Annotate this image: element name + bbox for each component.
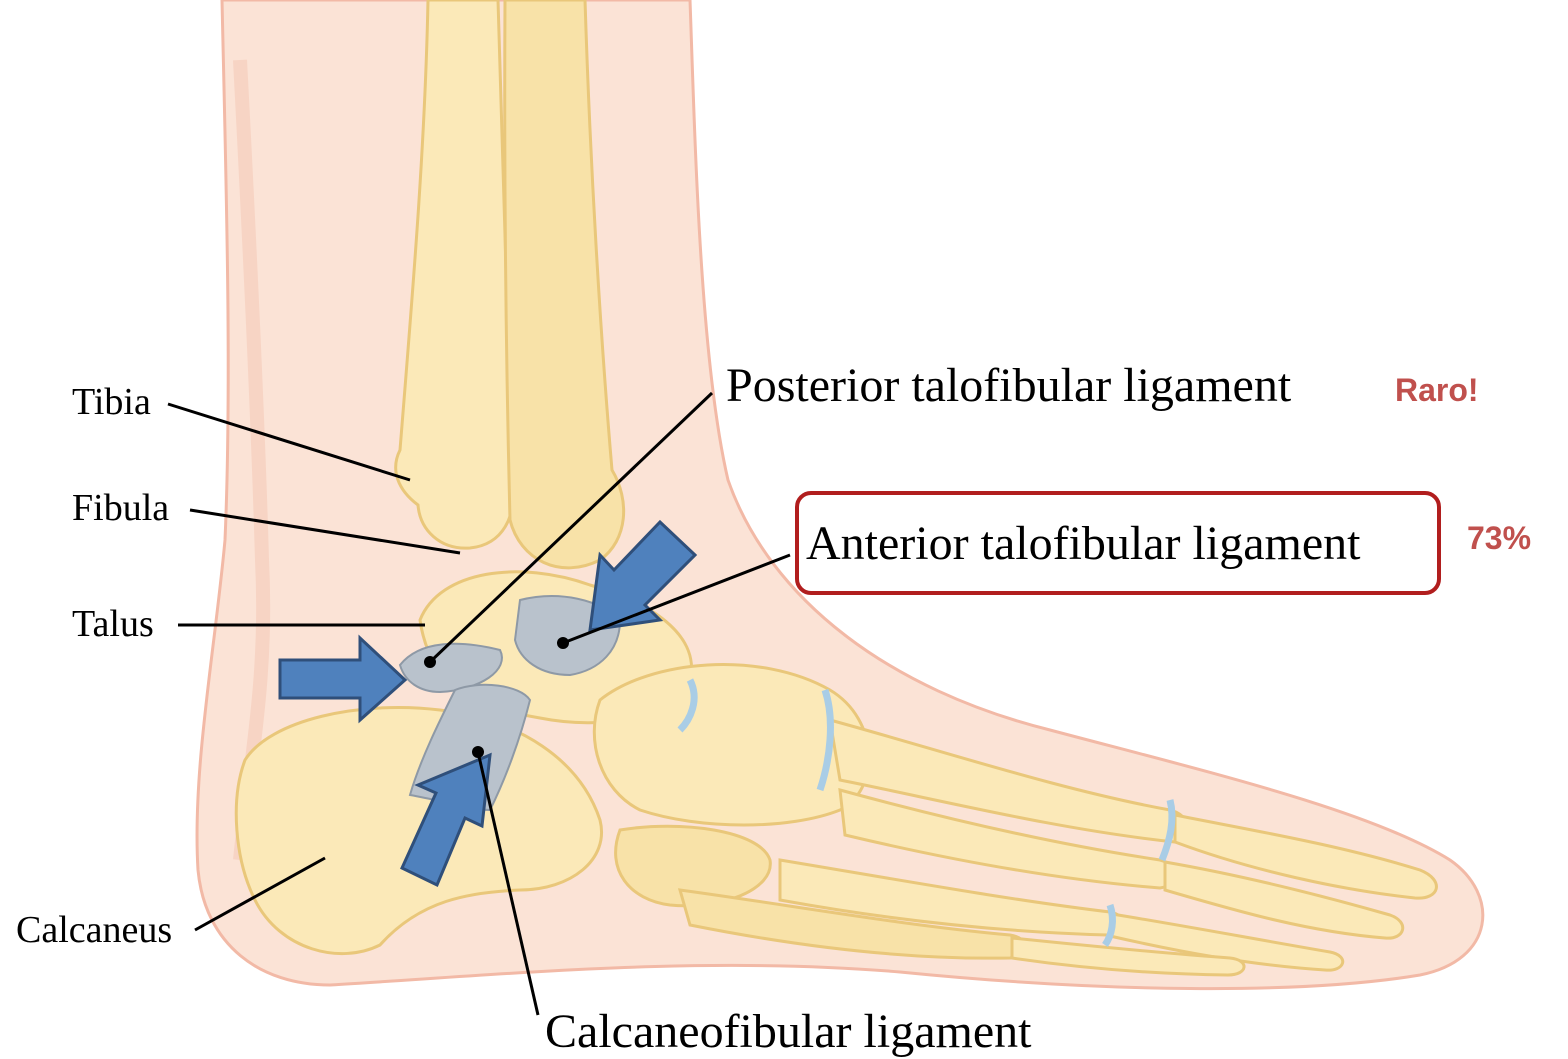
label-fibula: Fibula	[72, 489, 169, 527]
note-raro: Raro!	[1395, 374, 1479, 406]
label-calcaneus: Calcaneus	[16, 911, 172, 949]
dot-anterior	[557, 637, 569, 649]
dot-posterior	[424, 656, 436, 668]
label-tibia: Tibia	[72, 383, 151, 421]
label-talus: Talus	[72, 605, 154, 643]
label-posterior-talofibular-ligament: Posterior talofibular ligament	[726, 362, 1291, 410]
label-calcaneofibular-ligament: Calcaneofibular ligament	[545, 1008, 1031, 1056]
label-anterior-talofibular-ligament: Anterior talofibular ligament	[806, 520, 1360, 568]
dot-calcaneofibular	[472, 746, 484, 758]
note-percentage: 73%	[1467, 522, 1531, 554]
